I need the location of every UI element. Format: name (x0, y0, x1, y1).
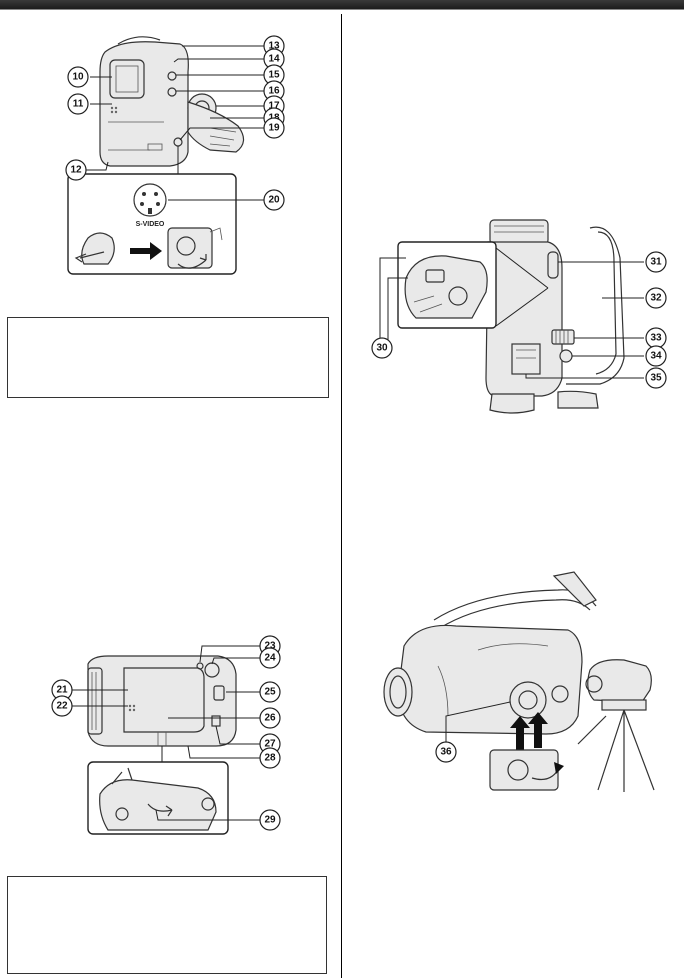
tripod-illustration: 36 (383, 571, 655, 792)
callout-15-text: 15 (268, 70, 280, 81)
callout-12: 12 (65, 159, 87, 181)
callout-11-text: 11 (73, 99, 84, 110)
callout-33-text: 33 (650, 333, 662, 344)
callout-36: 36 (435, 741, 457, 763)
figure-tripod-mount: 36 (378, 566, 664, 796)
callout-28-text: 28 (264, 753, 276, 764)
callout-13-text: 13 (268, 41, 280, 52)
callout-16-text: 16 (268, 86, 280, 97)
callout-29: 29 (259, 809, 281, 831)
right-side-illustration: 21 22 23 24 25 26 27 28 29 (51, 635, 281, 835)
callout-29-text: 29 (264, 815, 276, 826)
figure-back-view: 30 31 32 33 34 35 (362, 218, 672, 416)
callout-14-text: 14 (268, 54, 280, 65)
callout-11: 11 (67, 93, 89, 115)
callout-26: 26 (259, 707, 281, 729)
callout-33: 33 (645, 327, 667, 349)
callout-17-text: 17 (268, 101, 280, 112)
callout-35: 35 (645, 367, 667, 389)
callout-14: 14 (263, 48, 285, 70)
callout-34-text: 34 (650, 351, 662, 362)
callout-25-text: 25 (264, 687, 276, 698)
callout-20-text: 20 (268, 195, 280, 206)
callout-19: 19 (263, 117, 285, 139)
page-header-bar (0, 0, 684, 9)
column-divider (341, 14, 342, 978)
callout-31-text: 31 (650, 257, 662, 268)
note-box-bottom (7, 876, 327, 974)
callout-19-text: 19 (268, 123, 280, 134)
callout-26-text: 26 (264, 713, 276, 724)
callout-28: 28 (259, 747, 281, 769)
callout-22-text: 22 (56, 701, 68, 712)
callout-27-text: 27 (264, 739, 276, 750)
callout-35-text: 35 (650, 373, 662, 384)
callout-32: 32 (645, 287, 667, 309)
callout-31: 31 (645, 251, 667, 273)
callout-23-text: 23 (264, 641, 276, 652)
callout-25: 25 (259, 681, 281, 703)
svideo-label: S-VIDEO (136, 221, 165, 228)
callout-24-text: 24 (264, 653, 276, 664)
front-view-illustration: S-VIDEO 10 11 12 13 14 15 16 17 18 (65, 35, 285, 275)
callout-12-text: 12 (70, 165, 82, 176)
page-header-rule (0, 9, 684, 10)
callout-32-text: 32 (650, 293, 662, 304)
back-view-illustration: 30 31 32 33 34 35 (371, 219, 667, 414)
figure-right-side-view: 21 22 23 24 25 26 27 28 29 (48, 634, 284, 840)
callout-10-text: 10 (72, 72, 84, 83)
note-box-top (7, 317, 329, 398)
callout-22: 22 (51, 695, 73, 717)
callout-30-text: 30 (376, 343, 388, 354)
callout-24: 24 (259, 647, 281, 669)
figure-front-view: S-VIDEO 10 11 12 13 14 15 16 17 18 (60, 32, 290, 278)
callout-36-text: 36 (440, 747, 452, 758)
callout-34: 34 (645, 345, 667, 367)
callout-21-text: 21 (56, 685, 68, 696)
callout-10: 10 (67, 66, 89, 88)
callout-30: 30 (371, 337, 393, 359)
callout-20: 20 (263, 189, 285, 211)
